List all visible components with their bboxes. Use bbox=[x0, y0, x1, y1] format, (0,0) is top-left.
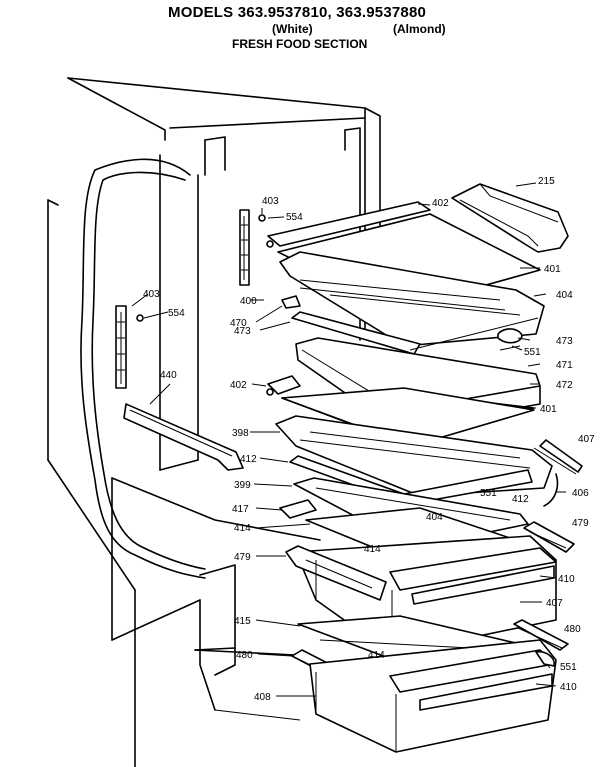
part-label-414-lower: 414 bbox=[368, 650, 385, 661]
part-label-407-lower: 407 bbox=[546, 598, 563, 609]
part-label-479-right: 479 bbox=[572, 518, 589, 529]
part-label-407-upper: 407 bbox=[578, 434, 595, 445]
shelf-bin-215 bbox=[451, 183, 569, 253]
color-variant-white: (White) bbox=[272, 22, 313, 36]
part-label-554-upper: 554 bbox=[286, 212, 303, 223]
part-label-215: 215 bbox=[538, 176, 555, 187]
shelf-ladder-right bbox=[239, 209, 266, 286]
part-label-404-upper: 404 bbox=[556, 290, 573, 301]
part-label-410-lower: 410 bbox=[560, 682, 577, 693]
part-label-473-left: 473 bbox=[234, 326, 251, 337]
part-label-471: 471 bbox=[556, 360, 573, 371]
part-label-412-right: 412 bbox=[512, 494, 529, 505]
part-labels: 215 403 554 402 401 403 554 400 404 470 … bbox=[143, 176, 595, 703]
part-label-415: 415 bbox=[234, 616, 251, 627]
part-label-414-middle: 414 bbox=[364, 544, 381, 555]
crisper-cover-trim-440 bbox=[123, 403, 244, 471]
shelf-rod-407 bbox=[533, 439, 583, 475]
part-label-401-upper: 401 bbox=[544, 264, 561, 275]
part-label-470: 470 bbox=[230, 318, 247, 329]
part-label-402-lower: 402 bbox=[230, 380, 247, 391]
color-variant-almond: (Almond) bbox=[393, 22, 446, 36]
section-title: FRESH FOOD SECTION bbox=[232, 37, 368, 51]
top-shelf-assembly bbox=[266, 201, 545, 355]
crisper-drawer-408 bbox=[291, 639, 557, 753]
diagram-title: MODELS 363.9537810, 363.9537880 bbox=[168, 4, 427, 21]
part-label-410-upper: 410 bbox=[558, 574, 575, 585]
part-label-403-lower: 403 bbox=[143, 289, 160, 300]
door-gasket bbox=[80, 158, 206, 579]
part-label-417: 417 bbox=[232, 504, 249, 515]
leader-lines bbox=[131, 182, 566, 697]
part-label-480-right: 480 bbox=[564, 624, 581, 635]
part-label-404-lower: 404 bbox=[426, 512, 443, 523]
part-label-412-left: 412 bbox=[240, 454, 257, 465]
part-label-472: 472 bbox=[556, 380, 573, 391]
part-label-554-lower: 554 bbox=[168, 308, 185, 319]
part-label-402-upper: 402 bbox=[432, 198, 449, 209]
shelf-ladder-left bbox=[115, 305, 144, 389]
part-label-440: 440 bbox=[160, 370, 177, 381]
part-label-399: 399 bbox=[234, 480, 251, 491]
part-label-398: 398 bbox=[232, 428, 249, 439]
part-label-479-left: 479 bbox=[234, 552, 251, 563]
part-label-473-right: 473 bbox=[556, 336, 573, 347]
part-label-406: 406 bbox=[572, 488, 589, 499]
part-label-414-left: 414 bbox=[234, 523, 251, 534]
part-label-401-lower: 401 bbox=[540, 404, 557, 415]
part-label-551-middle: 551 bbox=[480, 488, 497, 499]
slide-rail-480-right bbox=[513, 619, 569, 651]
slide-rail-479-right bbox=[523, 521, 575, 553]
part-label-403-upper: 403 bbox=[262, 196, 279, 207]
part-label-400: 400 bbox=[240, 296, 257, 307]
part-label-551-upper: 551 bbox=[524, 347, 541, 358]
part-label-480-left: 480 bbox=[236, 650, 253, 661]
part-label-408: 408 bbox=[254, 692, 271, 703]
shelf-frame-398 bbox=[275, 415, 553, 505]
part-label-551-lower: 551 bbox=[560, 662, 577, 673]
